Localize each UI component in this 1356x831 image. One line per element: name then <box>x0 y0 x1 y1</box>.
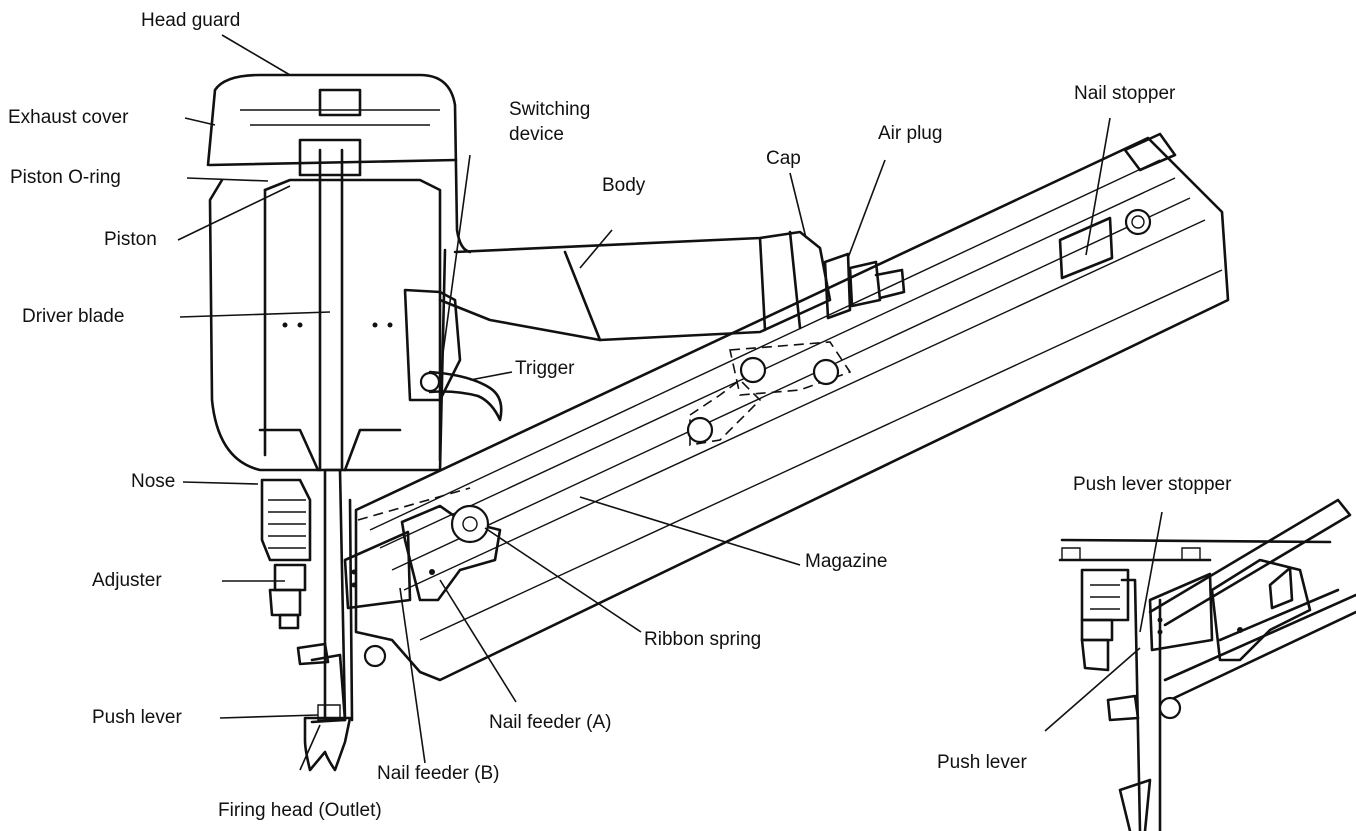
label-adjuster: Adjuster <box>92 570 162 591</box>
cylinder-drawing <box>206 73 472 472</box>
label-trigger: Trigger <box>515 358 575 379</box>
label-push-lever: Push lever <box>92 707 182 728</box>
label-piston: Piston <box>104 229 157 250</box>
label-magazine: Magazine <box>805 551 888 572</box>
body-drawing <box>438 230 906 342</box>
label-switching-device-line1: Switching <box>509 99 591 120</box>
label-nail-stopper: Nail stopper <box>1074 83 1176 104</box>
label-exhaust-cover: Exhaust cover <box>8 107 129 128</box>
nose-drawing <box>260 468 387 772</box>
label-cap: Cap <box>766 148 801 169</box>
detail-view-drawing <box>1058 498 1356 831</box>
label-nail-feeder-a: Nail feeder (A) <box>489 712 612 733</box>
label-head-guard: Head guard <box>141 10 241 31</box>
label-switching-device-line2: device <box>509 124 564 145</box>
label-push-lever-stopper: Push lever stopper <box>1073 474 1232 495</box>
nail-feeder-drawing <box>343 487 502 610</box>
label-driver-blade: Driver blade <box>22 306 125 327</box>
label-piston-o-ring: Piston O-ring <box>10 167 121 188</box>
leader-lines <box>177 34 1163 771</box>
hidden-parts-drawing <box>686 341 852 446</box>
label-body: Body <box>602 175 646 196</box>
label-nose: Nose <box>131 471 176 492</box>
label-air-plug: Air plug <box>878 123 943 144</box>
label-nail-feeder-b: Nail feeder (B) <box>377 763 500 784</box>
trigger-drawing <box>419 370 503 422</box>
label-firing-head: Firing head (Outlet) <box>218 800 382 821</box>
magazine-drawing <box>354 132 1230 682</box>
label-ribbon-spring: Ribbon spring <box>644 629 762 650</box>
label-detail-push-lever: Push lever <box>937 752 1027 773</box>
